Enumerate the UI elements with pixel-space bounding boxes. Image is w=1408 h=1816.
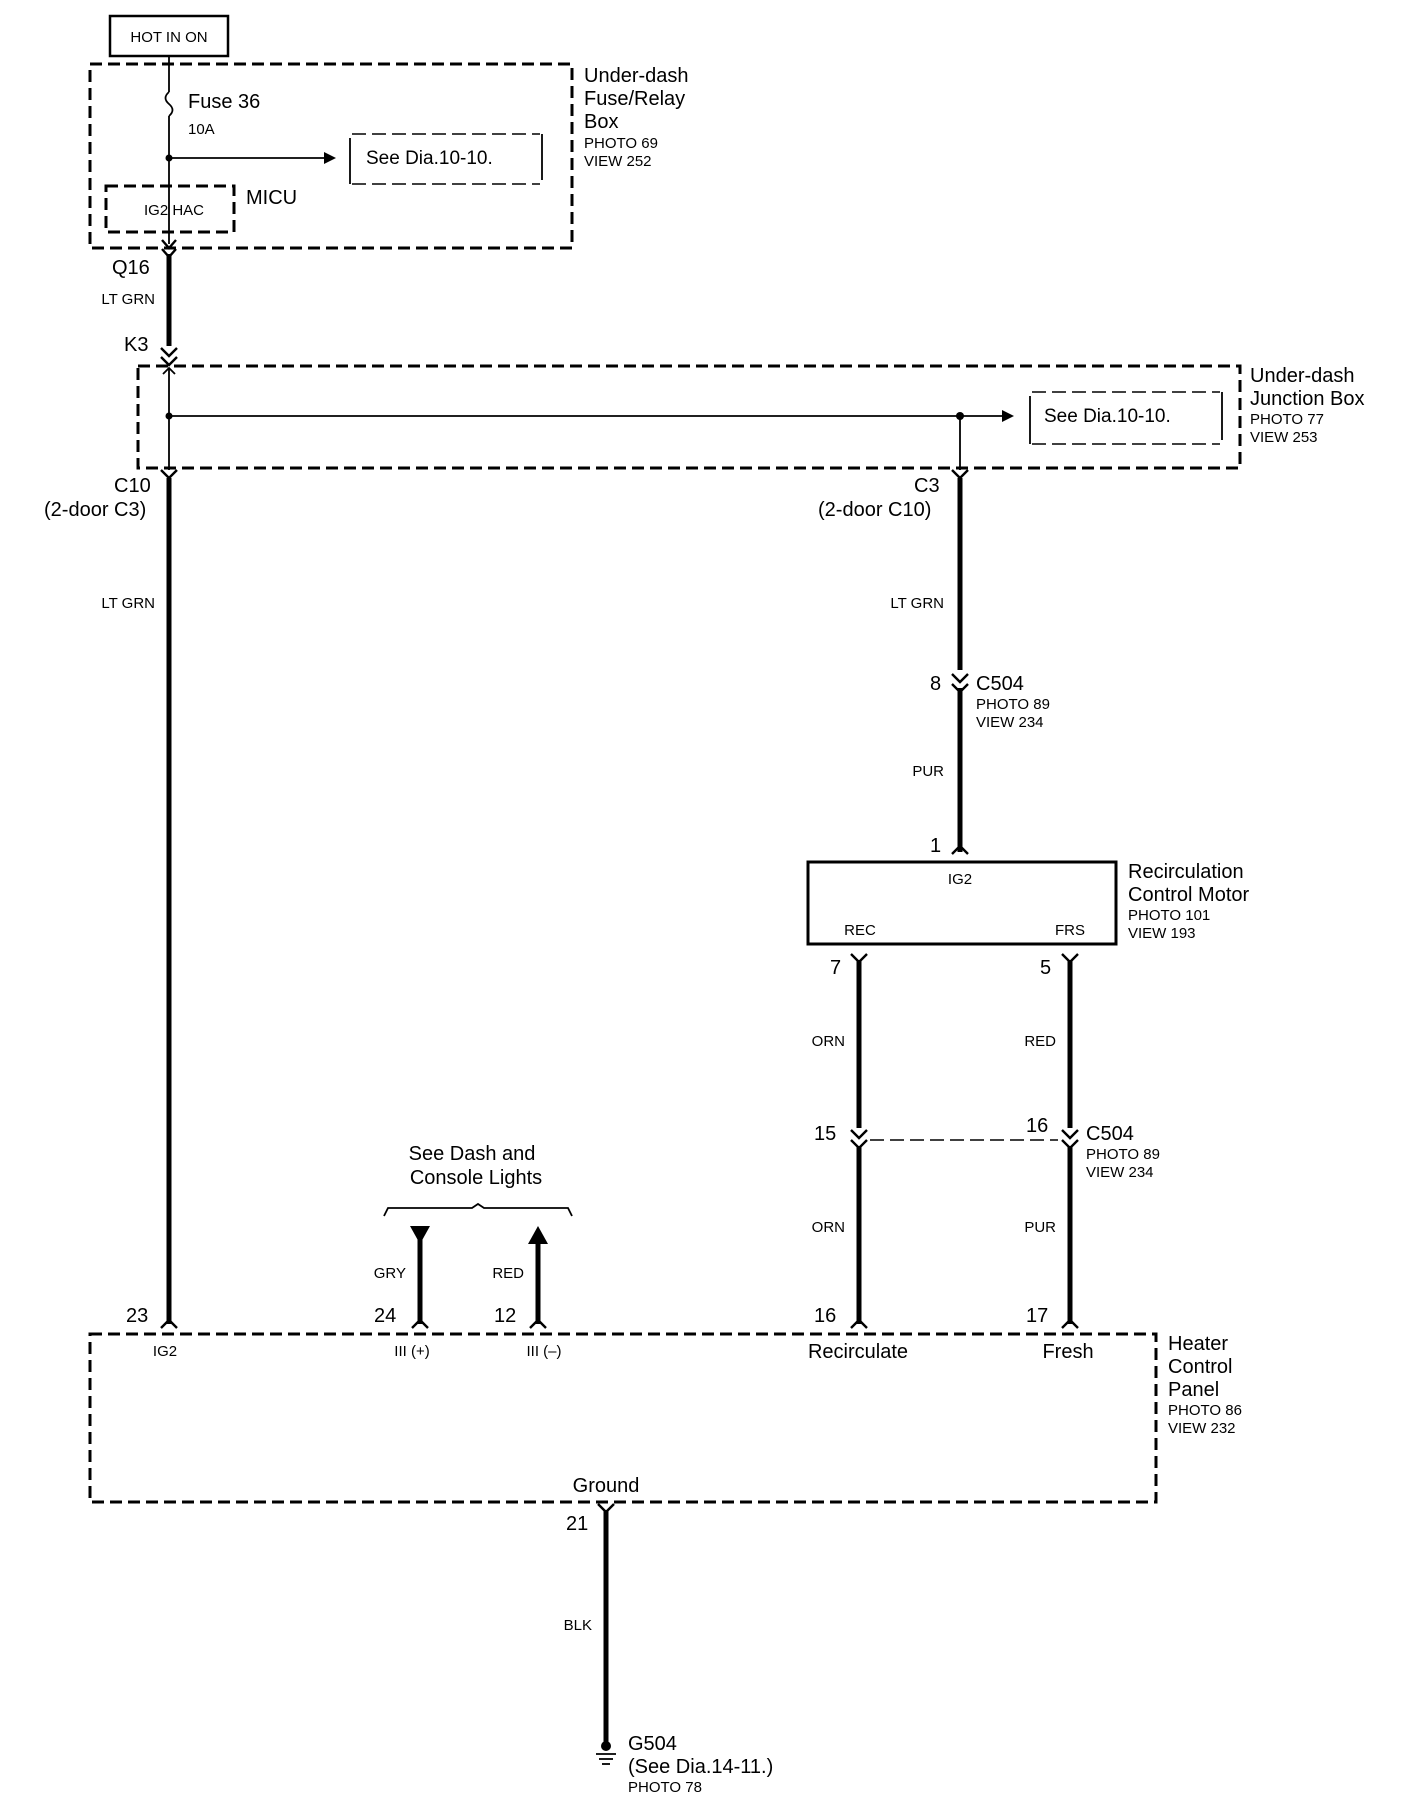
arrow-right-icon: [324, 152, 336, 164]
ground-name: G504: [628, 1733, 677, 1755]
fuse-relay-box-outline: [88, 62, 574, 250]
c504b-view: VIEW 234: [1086, 1164, 1154, 1181]
motor-pin-frs: 5: [1040, 957, 1051, 979]
junction-box-outline: [136, 364, 1242, 470]
junction-box-title-2: Junction Box: [1250, 388, 1365, 410]
wire-label-ltgrn-2: LT GRN: [101, 595, 155, 612]
wire-label-orn-2: ORN: [812, 1219, 845, 1236]
fuse-box-title-2: Fuse/Relay: [584, 88, 685, 110]
micu-box: [104, 184, 236, 234]
wire-label-pur-1: PUR: [912, 763, 944, 780]
motor-rec-label: REC: [844, 922, 876, 939]
motor-title-2: Control Motor: [1128, 884, 1249, 906]
c504a-pin: 8: [930, 673, 941, 695]
motor-pin-ig2: 1: [930, 835, 941, 857]
wire-label-pur-2: PUR: [1024, 1219, 1056, 1236]
motor-title-1: Recirculation: [1128, 861, 1244, 883]
fuse-box-photo: PHOTO 69: [584, 135, 658, 152]
c504b-pin-left: 15: [814, 1123, 836, 1145]
connector-c10: C10: [114, 475, 151, 497]
wire-label-red-2: RED: [492, 1265, 524, 1282]
panel-pin-17: 17: [1026, 1305, 1048, 1327]
fuse-box-title-3: Box: [584, 111, 618, 133]
micu-ig2-hac: IG2 HAC: [144, 202, 204, 219]
connector-q16: Q16: [112, 257, 150, 279]
dash-lights-brace: [383, 1202, 573, 1217]
connector-k3: K3: [124, 334, 148, 356]
panel-ground-label: Ground: [573, 1475, 640, 1497]
arrow-up-icon: [528, 1226, 548, 1244]
micu-label: MICU: [246, 187, 297, 209]
junction-box-view: VIEW 253: [1250, 429, 1318, 446]
wire-label-gry: GRY: [374, 1265, 406, 1282]
motor-view: VIEW 193: [1128, 925, 1196, 942]
panel-label-ig2: IG2: [153, 1343, 177, 1360]
panel-label-ill-plus: III (+): [394, 1343, 429, 1360]
ground-photo: PHOTO 78: [628, 1779, 702, 1796]
motor-ig2-label: IG2: [948, 871, 972, 888]
fuse-symbol: [164, 91, 174, 117]
power-source-label: HOT IN ON: [130, 29, 207, 46]
panel-title-2: Control: [1168, 1356, 1232, 1378]
junction-box-photo: PHOTO 77: [1250, 411, 1324, 428]
heater-control-panel-outline: [88, 1332, 1158, 1504]
fuse-box-view: VIEW 252: [584, 153, 652, 170]
c504b-photo: PHOTO 89: [1086, 1146, 1160, 1163]
connector-c3-alt: (2-door C10): [818, 499, 931, 521]
dash-lights-ref-1[interactable]: See Dash and: [409, 1143, 536, 1165]
panel-pin-24: 24: [374, 1305, 396, 1327]
see-dia-ref-fuse[interactable]: See Dia.10-10.: [349, 133, 543, 185]
ground-symbol-icon: [596, 1741, 616, 1765]
arrow-right-icon: [1002, 410, 1014, 422]
connector-c10-alt: (2-door C3): [44, 499, 146, 521]
panel-pin-12: 12: [494, 1305, 516, 1327]
dash-lights-ref-2[interactable]: Console Lights: [410, 1167, 542, 1189]
panel-pin-23: 23: [126, 1305, 148, 1327]
ground-ref[interactable]: (See Dia.14-11.): [628, 1756, 773, 1778]
panel-ground-pin: 21: [566, 1513, 588, 1535]
c504b-name: C504: [1086, 1123, 1134, 1145]
wire-label-ltgrn-3: LT GRN: [890, 595, 944, 612]
motor-pin-rec: 7: [830, 957, 841, 979]
wire-label-red-1: RED: [1024, 1033, 1056, 1050]
panel-view: VIEW 232: [1168, 1420, 1236, 1437]
c504a-name: C504: [976, 673, 1024, 695]
fuse-box-title-1: Under-dash: [584, 65, 689, 87]
see-dia-ref-junction[interactable]: See Dia.10-10.: [1029, 391, 1223, 445]
fuse-rating: 10A: [188, 121, 215, 138]
see-dia-fuse-label: See Dia.10-10.: [366, 148, 493, 169]
c504a-photo: PHOTO 89: [976, 696, 1050, 713]
recirc-motor-box: [806, 860, 1118, 946]
panel-photo: PHOTO 86: [1168, 1402, 1242, 1419]
c504a-view: VIEW 234: [976, 714, 1044, 731]
junction-box-title-1: Under-dash: [1250, 365, 1355, 387]
panel-label-fresh: Fresh: [1042, 1341, 1093, 1363]
see-dia-junction-label: See Dia.10-10.: [1044, 406, 1171, 427]
panel-title-1: Heater: [1168, 1333, 1228, 1355]
motor-frs-label: FRS: [1055, 922, 1085, 939]
panel-label-recirculate: Recirculate: [808, 1341, 908, 1363]
c504b-pin-right: 16: [1026, 1115, 1048, 1137]
fuse-name: Fuse 36: [188, 91, 260, 113]
wire-label-orn-1: ORN: [812, 1033, 845, 1050]
motor-photo: PHOTO 101: [1128, 907, 1210, 924]
wire-label-blk: BLK: [564, 1617, 592, 1634]
wire-label-ltgrn-1: LT GRN: [101, 291, 155, 308]
arrow-down-icon: [410, 1226, 430, 1244]
panel-title-3: Panel: [1168, 1379, 1219, 1401]
panel-label-ill-minus: III (–): [526, 1343, 561, 1360]
connector-c3: C3: [914, 475, 940, 497]
panel-pin-16: 16: [814, 1305, 836, 1327]
